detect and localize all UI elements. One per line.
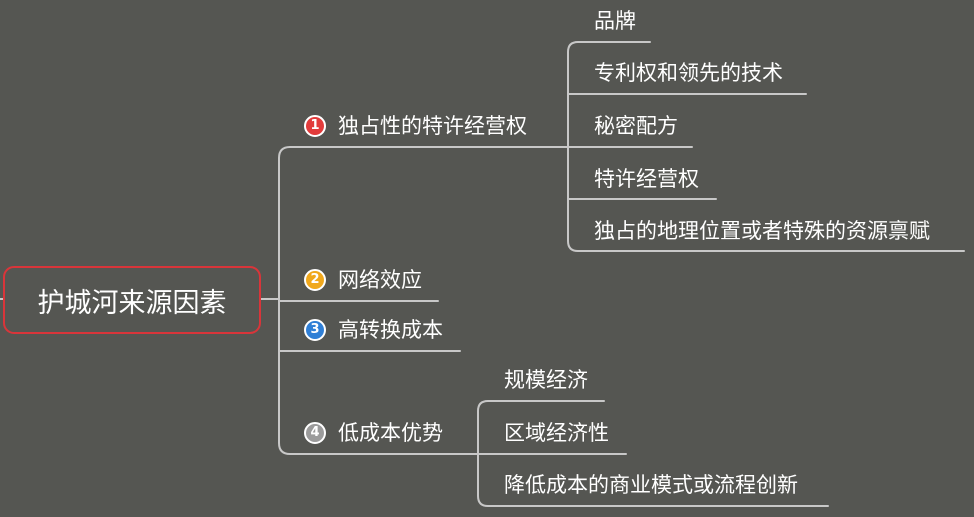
branch-4-topic[interactable]: 低成本优势 xyxy=(338,420,443,446)
root-topic-label: 护城河来源因素 xyxy=(37,287,227,319)
branch-1-label: 独占性的特许经营权 xyxy=(338,114,527,138)
subtopic-4-3[interactable]: 降低成本的商业模式或流程创新 xyxy=(504,472,798,498)
connector-branch-4-spine xyxy=(477,400,489,507)
root-topic[interactable]: 护城河来源因素 xyxy=(3,266,261,334)
priority-3-icon: 3 xyxy=(304,319,326,341)
branch-3-topic[interactable]: 高转换成本 xyxy=(338,317,443,343)
subtopic-4-3-label: 降低成本的商业模式或流程创新 xyxy=(504,473,798,497)
priority-1-icon: 1 xyxy=(304,115,326,137)
subtopic-1-3[interactable]: 秘密配方 xyxy=(594,113,678,139)
priority-4-icon: 4 xyxy=(304,422,326,444)
subtopic-1-3-label: 秘密配方 xyxy=(594,114,678,138)
branch-1-topic[interactable]: 独占性的特许经营权 xyxy=(338,113,527,139)
subtopic-1-4-label: 特许经营权 xyxy=(594,167,699,191)
subtopic-1-5-label: 独占的地理位置或者特殊的资源禀赋 xyxy=(594,219,930,243)
subtopic-1-1[interactable]: 品牌 xyxy=(594,8,636,34)
subtopic-1-2[interactable]: 专利权和领先的技术 xyxy=(594,60,783,86)
branch-4-label: 低成本优势 xyxy=(338,421,443,445)
subtopic-1-1-label: 品牌 xyxy=(594,9,636,33)
connector-branch-1-spine xyxy=(549,41,579,252)
branch-3-label: 高转换成本 xyxy=(338,318,443,342)
branch-2-topic[interactable]: 网络效应 xyxy=(338,267,422,293)
subtopic-4-2[interactable]: 区域经济性 xyxy=(504,420,609,446)
subtopic-1-5[interactable]: 独占的地理位置或者特殊的资源禀赋 xyxy=(594,218,930,244)
branch-2-label: 网络效应 xyxy=(338,268,422,292)
subtopic-1-4[interactable]: 特许经营权 xyxy=(594,166,699,192)
subtopic-4-2-label: 区域经济性 xyxy=(504,421,609,445)
priority-2-icon: 2 xyxy=(304,269,326,291)
subtopic-4-1-label: 规模经济 xyxy=(504,368,588,392)
subtopic-1-2-label: 专利权和领先的技术 xyxy=(594,61,783,85)
connector-main-trunk xyxy=(278,146,291,455)
subtopic-4-1[interactable]: 规模经济 xyxy=(504,367,588,393)
